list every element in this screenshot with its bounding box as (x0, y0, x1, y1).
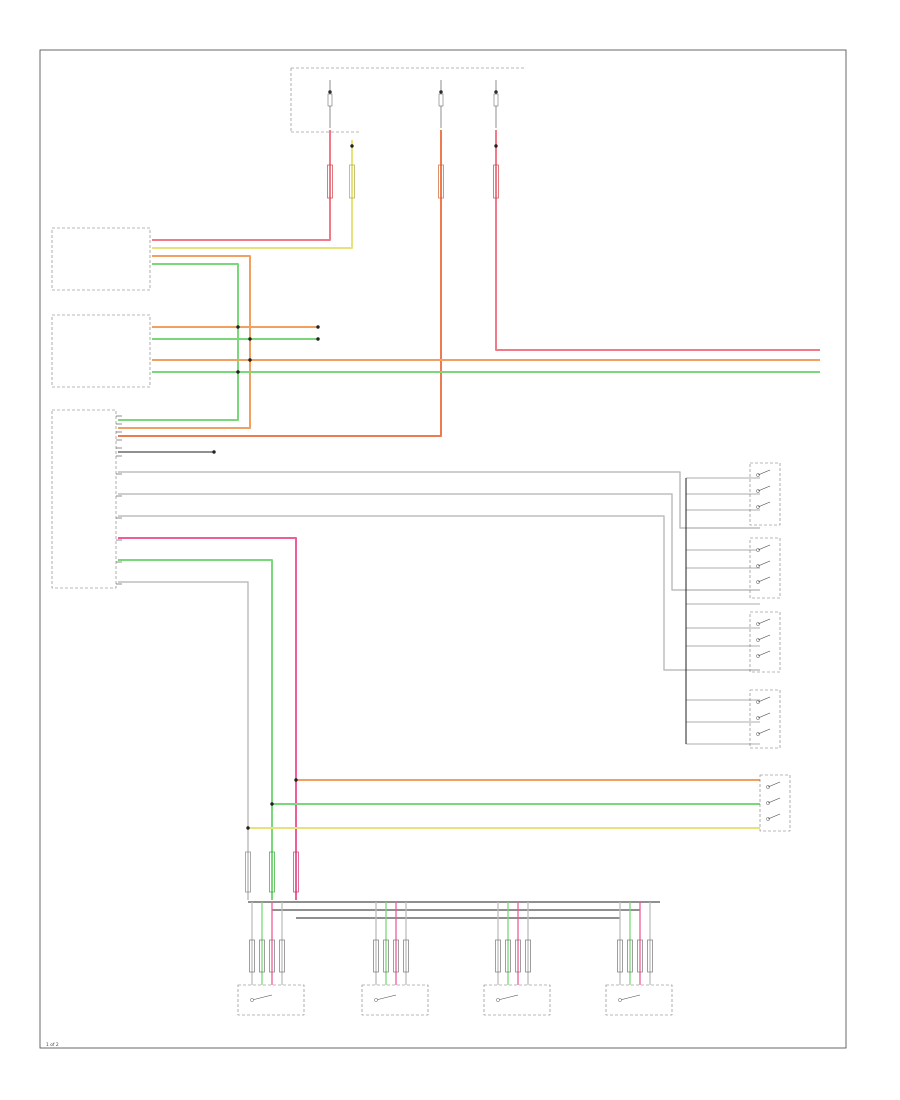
feed-yellow-1-marker (349, 164, 355, 199)
ign-green (118, 263, 239, 421)
switch-assembly-2 (749, 537, 781, 599)
switch-assembly-4 (749, 689, 781, 749)
motor-2-lead-marker (393, 939, 399, 973)
switch-blade (757, 469, 771, 476)
splice-drv-4 (248, 358, 252, 362)
seat-green (118, 559, 273, 900)
motor-3-contact (496, 998, 500, 1002)
ign-orange (118, 255, 251, 429)
motor-1-lead-marker (249, 939, 255, 973)
motor-2-contact (374, 998, 378, 1002)
motor-2-box (361, 984, 429, 1016)
motor-1-box (237, 984, 305, 1016)
wires-layer (118, 90, 820, 985)
splice-yellow-top (350, 144, 354, 148)
seat-gray-3 (118, 515, 760, 671)
feed-yellow-1 (152, 140, 353, 249)
switch-blade (757, 618, 771, 625)
switch-blade (757, 634, 771, 641)
splice-drv-2 (248, 337, 252, 341)
ground-node (212, 450, 216, 454)
switch-blade (757, 501, 771, 508)
feed-orange-main (118, 130, 442, 437)
seat-gray-1 (118, 471, 760, 529)
splice-drv-1 (236, 325, 240, 329)
fuse-left-body (327, 93, 333, 107)
motor-3-switch (497, 994, 519, 1001)
splice-red-right-top (494, 144, 498, 148)
seat-green-marker (269, 851, 275, 893)
motor-1-switch (251, 994, 273, 1001)
motor-1-contact (250, 998, 254, 1002)
motor-2-lead-marker (403, 939, 409, 973)
seat-gray-2 (118, 493, 760, 591)
switch-blade (767, 813, 781, 820)
motor-4-lead-marker (617, 939, 623, 973)
seat-gray-4 (118, 581, 249, 900)
switch-assembly-3 (749, 611, 781, 673)
splice-drv-3 (236, 370, 240, 374)
feed-red-right-marker (493, 164, 499, 199)
switch-blade (767, 781, 781, 788)
seat-control-module-box (51, 409, 117, 589)
diagram-border (39, 49, 847, 1049)
switch-assembly-1 (749, 462, 781, 526)
switch-blade (757, 728, 771, 735)
motor-3-lead-marker (515, 939, 521, 973)
feed-red-1-marker (327, 164, 333, 199)
motor-3-lead-marker (505, 939, 511, 973)
seat-pink-marker (293, 851, 299, 893)
splice-b2 (270, 802, 274, 806)
switch-blade (757, 650, 771, 657)
node-drv-1 (316, 325, 320, 329)
feed-red-right (495, 130, 820, 351)
splice-b1 (294, 778, 298, 782)
switch-blade (767, 797, 781, 804)
motor-1-lead-marker (259, 939, 265, 973)
switch-blade (757, 576, 771, 583)
switch-assembly-5 (759, 774, 791, 832)
feed-red-1 (152, 130, 331, 241)
motor-4-lead-marker (647, 939, 653, 973)
motor-4-contact (618, 998, 622, 1002)
motor-3-box (483, 984, 551, 1016)
node-drv-2 (316, 337, 320, 341)
feed-orange-marker (438, 164, 444, 199)
motor-4-box (605, 984, 673, 1016)
page-label: 1 of 2 (46, 1042, 59, 1048)
motor-1-lead-marker (279, 939, 285, 973)
motor-2-switch (375, 994, 397, 1001)
switch-blade (757, 560, 771, 567)
motor-3-lead-marker (495, 939, 501, 973)
motor-2-lead-marker (383, 939, 389, 973)
switch-blade (757, 696, 771, 703)
switch-blade (757, 712, 771, 719)
fuse-right-body (493, 93, 499, 107)
fuse-mid-body (438, 93, 444, 107)
motor-3-lead-marker (525, 939, 531, 973)
switch-blade (757, 544, 771, 551)
motor-1-lead-marker (269, 939, 275, 973)
switch-blade (757, 485, 771, 492)
motor-4-switch (619, 994, 641, 1001)
splice-b3 (246, 826, 250, 830)
motor-2-lead-marker (373, 939, 379, 973)
motor-4-lead-marker (627, 939, 633, 973)
seat-gray-marker (245, 851, 251, 893)
motor-4-lead-marker (637, 939, 643, 973)
parts-layer (51, 67, 791, 1016)
